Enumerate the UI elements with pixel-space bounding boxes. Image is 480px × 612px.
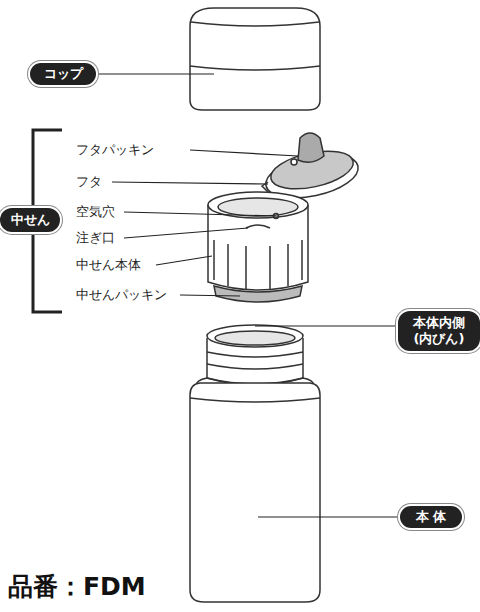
bottle-mouth: [207, 325, 303, 347]
leader-line: [258, 516, 400, 517]
stopper-ribs: [214, 240, 302, 290]
lid-hole: [291, 159, 297, 165]
pill-text: 中せん: [11, 212, 50, 228]
leader-line: [112, 182, 268, 184]
lid-gasket: [298, 133, 324, 162]
leader-line: [96, 73, 214, 74]
leader-line: [124, 228, 248, 238]
pill-text: 本 体: [416, 509, 447, 525]
leader-line: [190, 150, 298, 156]
stopper-gasket: [214, 286, 302, 302]
part-name: 空気穴: [76, 204, 115, 220]
pill-text: 本体内側 (内びん): [404, 315, 474, 347]
leader-line: [124, 212, 275, 216]
cup-rim: [191, 22, 319, 26]
part-name: フタ: [76, 174, 102, 190]
label-pill: 本 体: [400, 506, 462, 528]
bottle-body: [190, 383, 320, 602]
model-number: 品番：FDM: [8, 572, 146, 602]
part-name: 中せん本体: [76, 257, 141, 273]
pill-text: コップ: [44, 66, 83, 82]
bottle-inner: [215, 331, 295, 345]
leader-line: [180, 295, 240, 296]
spout: [246, 225, 270, 228]
leader-line: [255, 325, 398, 326]
cup-band: [190, 66, 320, 70]
cup-outline: [190, 8, 320, 110]
part-name: 中せんパッキン: [76, 287, 167, 303]
part-name: 注ぎ口: [76, 230, 115, 246]
stopper-inner: [218, 198, 298, 216]
bottle-threads: [207, 352, 303, 369]
label-pill: コップ: [30, 63, 96, 85]
bottle-line: [190, 398, 320, 402]
label-pill: 本体内側 (内びん): [398, 311, 480, 351]
leader-line: [156, 256, 212, 265]
part-name: フタパッキン: [76, 142, 154, 158]
label-pill: 中せん: [0, 208, 60, 232]
